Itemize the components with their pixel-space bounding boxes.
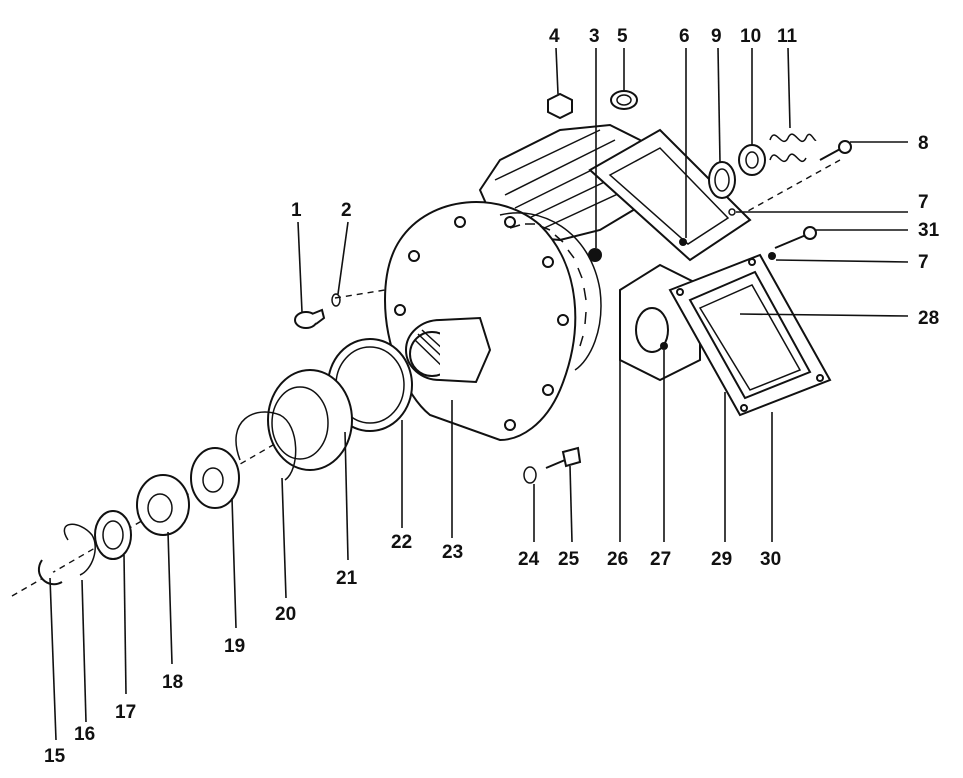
label-27: 27	[650, 549, 671, 570]
label-9: 9	[711, 26, 722, 47]
label-1: 1	[291, 200, 302, 221]
part-labels: 1 2 4 3 5 6 9 10 11 8 7 31 7 28 22 23 24…	[44, 26, 940, 767]
label-31: 31	[918, 220, 940, 241]
label-7-top: 7	[918, 192, 929, 213]
label-7-bottom: 7	[918, 252, 929, 273]
label-6: 6	[679, 26, 690, 47]
cover-plate	[668, 253, 832, 417]
label-30: 30	[760, 549, 781, 570]
label-28: 28	[918, 308, 939, 329]
label-10: 10	[740, 26, 761, 47]
label-23: 23	[442, 542, 463, 563]
label-29: 29	[711, 549, 732, 570]
label-26: 26	[607, 549, 628, 570]
label-17: 17	[115, 702, 136, 723]
leader-lines	[49, 47, 909, 741]
label-8: 8	[918, 133, 929, 154]
label-5: 5	[617, 26, 628, 47]
label-22: 22	[391, 532, 412, 553]
screw-and-washer	[294, 293, 341, 329]
label-2: 2	[341, 200, 352, 221]
label-16: 16	[74, 724, 95, 745]
label-11: 11	[777, 26, 798, 47]
label-18: 18	[162, 672, 183, 693]
label-3: 3	[589, 26, 600, 47]
label-4: 4	[549, 26, 560, 47]
label-25: 25	[558, 549, 580, 570]
label-20: 20	[275, 604, 296, 625]
label-19: 19	[224, 636, 245, 657]
axis-parts	[37, 338, 582, 586]
label-15: 15	[44, 746, 66, 767]
label-24: 24	[518, 549, 540, 570]
axis-line-screw-1	[334, 285, 411, 299]
label-21: 21	[336, 568, 358, 589]
gearbox-housing	[383, 123, 752, 442]
